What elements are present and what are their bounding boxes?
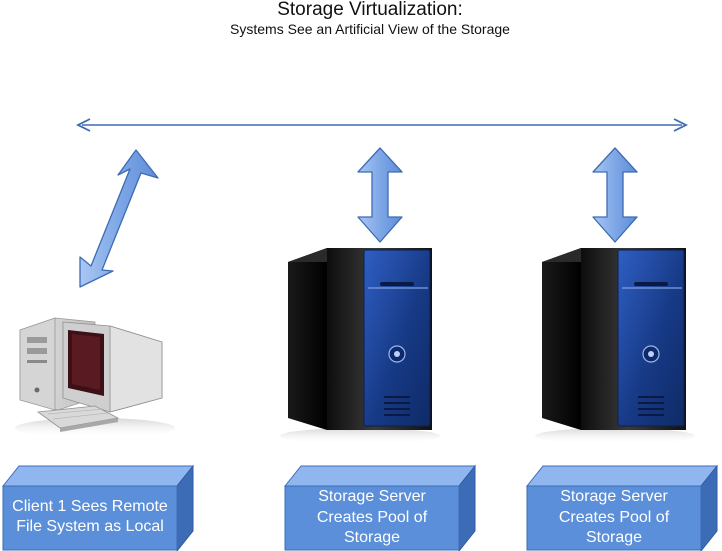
client-box-label: Client 1 Sees Remote File System as Loca…	[12, 497, 168, 536]
client-connection-arrow	[79, 149, 159, 288]
client-computer-icon	[15, 317, 175, 438]
diagram-subtitle: Systems See an Artificial View of the St…	[230, 21, 510, 37]
client-label-box	[1, 464, 195, 551]
server1-connection-arrow	[357, 147, 403, 243]
network-double-arrow	[75, 118, 689, 132]
diagram-title: Storage Virtualization:	[277, 0, 463, 20]
server2-box-label: Storage Server Creates Pool of Storage	[558, 488, 670, 547]
server1-label-box	[283, 464, 477, 551]
storage-server-tower-icon	[535, 248, 695, 444]
server1-box-label: Storage Server Creates Pool of Storage	[316, 488, 428, 547]
server2-connection-arrow	[592, 147, 638, 243]
server2-label-box	[525, 464, 719, 551]
storage-server-tower-icon	[280, 248, 440, 444]
